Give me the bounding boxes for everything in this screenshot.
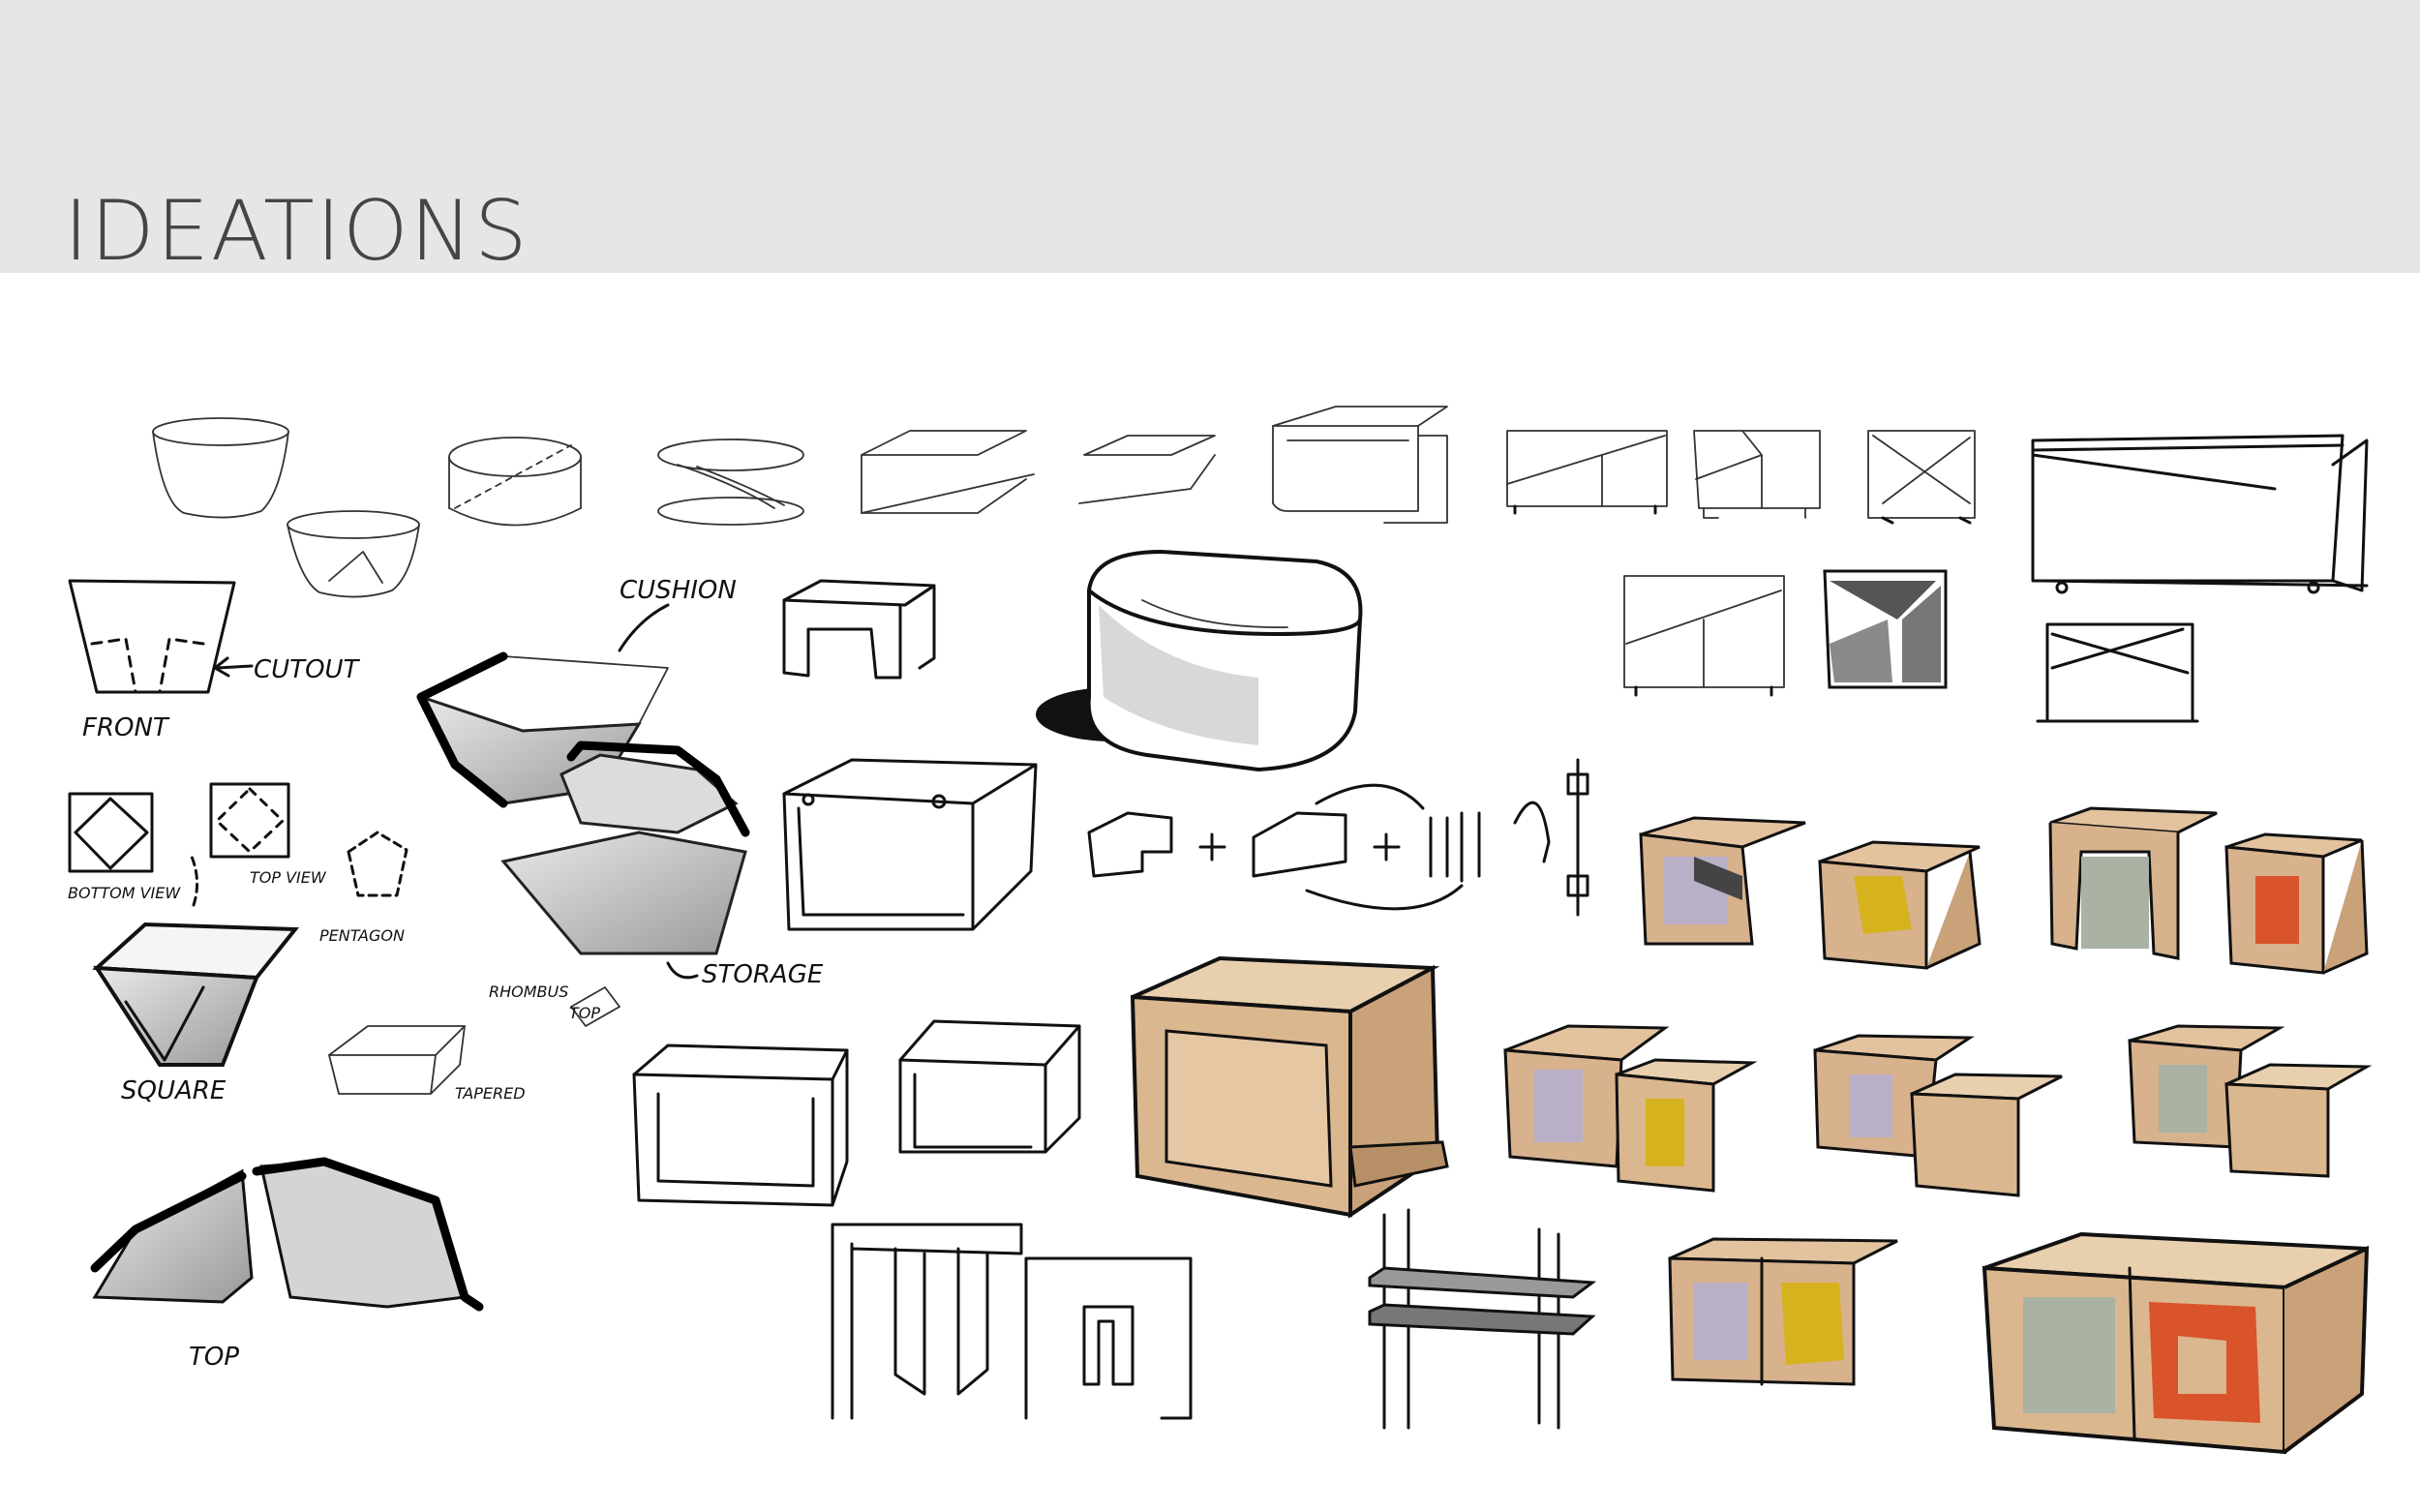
e-table-pair-1 — [1639, 816, 1981, 970]
pillar-sketches — [831, 1208, 1597, 1430]
frame-tables-sketch — [632, 1019, 1081, 1207]
top-render: TOP — [90, 1157, 484, 1372]
nesting-set-2 — [1813, 1034, 2063, 1197]
cabinet-sketch-2 — [1693, 430, 1821, 519]
e-table-combo-small — [1668, 1237, 1898, 1386]
storage-label: STORAGE — [702, 960, 824, 989]
header-band — [0, 0, 2420, 273]
e-table-pair-2 — [2048, 806, 2369, 975]
cushion-label: CUSHION — [620, 576, 737, 605]
storage-box-sketch — [782, 758, 1038, 931]
square-tapered-render: SQUARE — [92, 922, 300, 1105]
nesting-set-1 — [1503, 1024, 1758, 1193]
bowl-sketch-1 — [152, 417, 289, 519]
twist-table-sketch — [657, 438, 804, 526]
nesting-table-sketch — [1272, 406, 1448, 524]
e-table-combo-large — [1981, 1231, 2370, 1455]
rhombus-top-label: TOP — [569, 1004, 600, 1022]
ottoman-render — [1036, 549, 1363, 772]
side-table-sketch — [782, 579, 936, 680]
nesting-set-3 — [2128, 1024, 2373, 1178]
tapered-label: TAPERED — [455, 1084, 526, 1103]
assembly-diagram — [1087, 758, 1589, 917]
box-table-sketch-2 — [1078, 435, 1216, 504]
small-sketches-center: TAPERED RHOMBUS TOP — [328, 983, 620, 1103]
pentagon-storage-sketch: CUSHION STORAGE — [416, 576, 824, 989]
cylinder-sketch — [448, 437, 582, 527]
pentagon-label: PENTAGON — [319, 926, 405, 945]
cabinet-mid-row — [1623, 569, 2199, 723]
long-console-sketch — [2031, 434, 2369, 594]
cutout-front-sketch: CUTOUT FRONT — [68, 579, 361, 742]
page-title: IDEATIONS — [64, 183, 529, 280]
rhombus-label: RHOMBUS — [489, 983, 568, 1001]
cutout-label: CUTOUT — [254, 655, 361, 684]
view-diagrams: BOTTOM VIEW TOP VIEW PENTAGON — [68, 782, 408, 945]
front-label: FRONT — [82, 713, 170, 742]
square-label: SQUARE — [121, 1076, 227, 1105]
bottom-view-label: BOTTOM VIEW — [68, 884, 181, 902]
top-label: TOP — [189, 1343, 239, 1372]
cabinet-sketch-3 — [1867, 430, 1976, 525]
cabinet-sketch-1 — [1506, 430, 1668, 515]
bowl-sketch-2 — [287, 510, 420, 598]
box-table-sketch-1 — [861, 430, 1035, 514]
large-wood-cube-render — [1130, 955, 1449, 1219]
top-view-label: TOP VIEW — [250, 868, 327, 887]
